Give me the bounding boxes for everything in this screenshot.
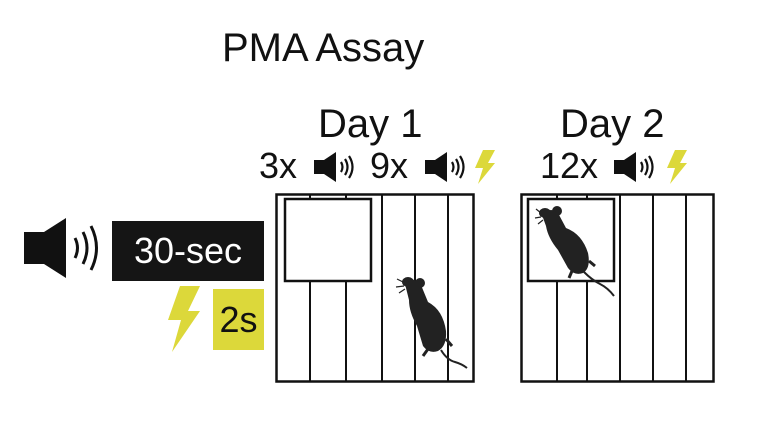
tone-duration-box: 30-sec xyxy=(112,221,264,281)
mouse-icon xyxy=(395,277,468,369)
day1-tone-shock-count: 9x xyxy=(370,145,409,186)
shock-duration-box: 2s xyxy=(213,289,264,350)
speaker-icon xyxy=(614,152,654,182)
figure-title: PMA Assay xyxy=(222,26,425,70)
speaker-icon xyxy=(314,152,354,182)
speaker-icon xyxy=(425,152,465,182)
day2-label: Day 2 xyxy=(560,102,665,146)
speaker-icon xyxy=(24,218,98,278)
lightning-bolt-icon xyxy=(475,150,495,184)
day1-tone-only-count: 3x xyxy=(259,145,298,186)
day1-label: Day 1 xyxy=(318,102,423,146)
day1-chamber xyxy=(275,193,475,383)
mouse-icon xyxy=(534,206,615,297)
lightning-bolt-icon xyxy=(667,150,687,184)
lightning-bolt-icon xyxy=(168,286,200,352)
day2-tone-shock-count: 12x xyxy=(540,145,599,186)
